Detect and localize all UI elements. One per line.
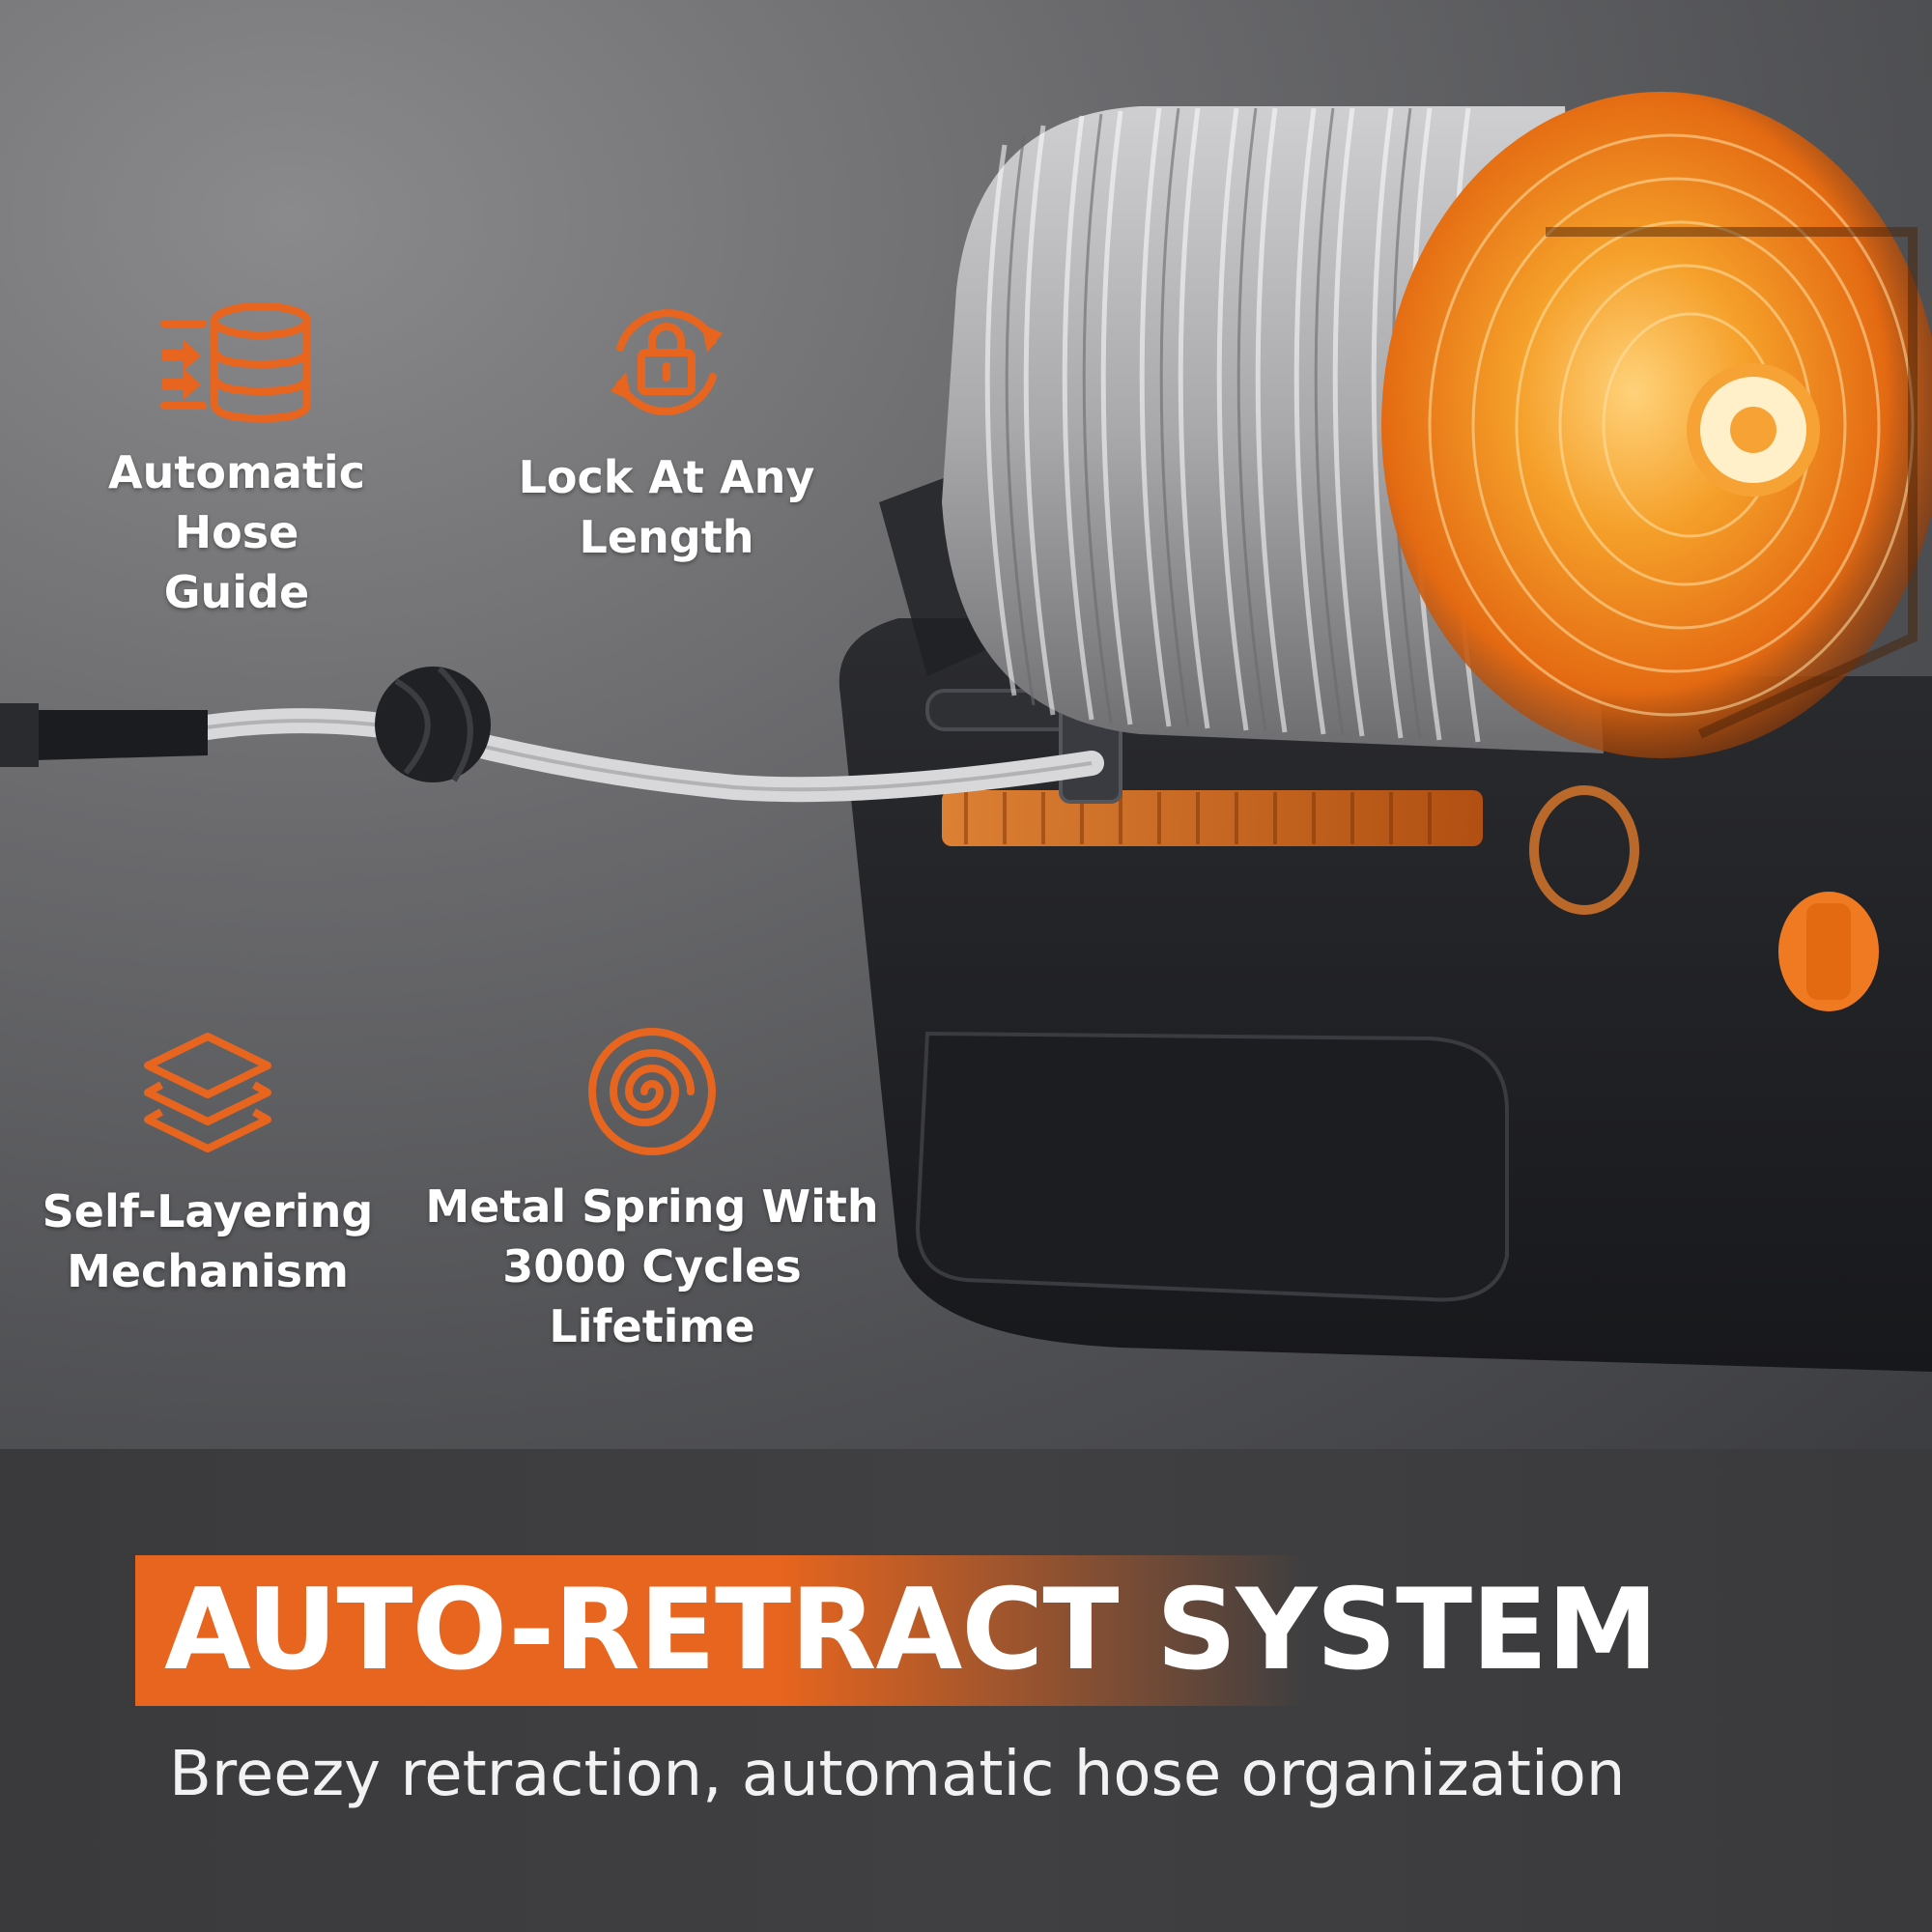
feature-self-layering-mechanism: Self-Layering Mechanism bbox=[29, 1029, 386, 1301]
axle-end bbox=[1529, 785, 1639, 915]
feature-label: Lock At Any Length bbox=[518, 451, 815, 563]
headline-highlight bbox=[135, 1555, 1565, 1706]
hero-section: Automatic Hose Guide Lock At Any Length bbox=[0, 0, 1932, 1449]
headline: AUTO-RETRACT SYSTEM bbox=[164, 1565, 1659, 1695]
lock-rotate-icon bbox=[611, 309, 723, 415]
feature-lock-at-any-length: Lock At Any Length bbox=[483, 295, 850, 567]
feature-automatic-hose-guide: Automatic Hose Guide bbox=[39, 299, 435, 622]
feature-label: Self-Layering Mechanism bbox=[42, 1185, 374, 1297]
hose-connector bbox=[0, 710, 208, 761]
feature-label: Automatic Hose Guide bbox=[108, 446, 365, 618]
layers-icon bbox=[144, 1033, 271, 1152]
feature-label: Metal Spring With 3000 Cycles Lifetime bbox=[425, 1180, 879, 1352]
spiral-spring-icon bbox=[588, 1028, 716, 1155]
feature-metal-spring: Metal Spring With 3000 Cycles Lifetime bbox=[406, 1024, 898, 1356]
subheadline: Breezy retraction, automatic hose organi… bbox=[169, 1739, 1626, 1810]
hose-stopper-ball bbox=[375, 667, 491, 782]
hose-reel-illustration bbox=[0, 92, 1932, 1372]
housing-side-panel bbox=[915, 1031, 1509, 1302]
footer-banner: AUTO-RETRACT SYSTEM Breezy retraction, a… bbox=[0, 1449, 1932, 1932]
hose-guide-icon bbox=[160, 302, 311, 423]
spring-disc bbox=[1381, 92, 1932, 758]
hose-guide-slot bbox=[942, 790, 1483, 846]
